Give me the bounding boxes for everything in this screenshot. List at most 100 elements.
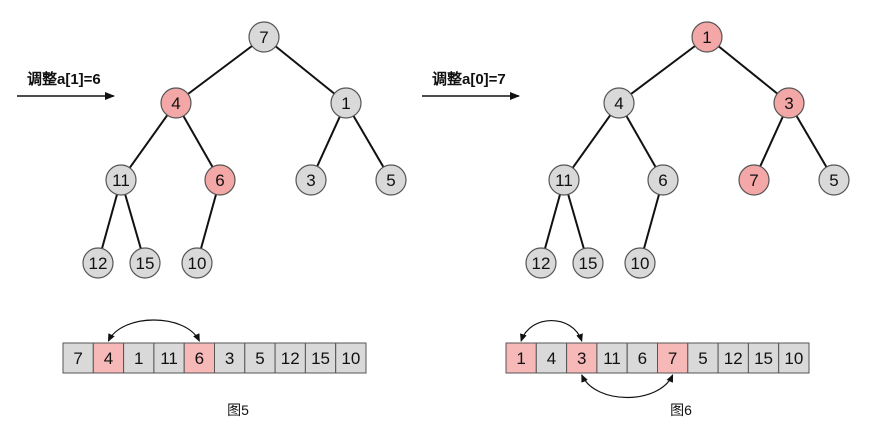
array-cell: 1 (505, 342, 537, 374)
node-circle (773, 87, 805, 119)
array-cell: 5 (244, 342, 276, 374)
node-circle (818, 164, 850, 196)
heap-node: 12 (82, 247, 114, 279)
cell-box (535, 342, 568, 374)
tree-edge (182, 115, 214, 168)
array-cell: 10 (778, 342, 810, 374)
cell-value: 3 (225, 349, 234, 368)
swap-arcs (520, 319, 674, 399)
node-value: 5 (386, 171, 395, 190)
tree-edge (643, 194, 660, 249)
tree-edges (101, 45, 385, 249)
node-circle (624, 247, 656, 279)
node-circle (603, 87, 635, 119)
heap-node: 15 (129, 247, 161, 279)
node-circle (691, 21, 723, 53)
heap-node: 5 (818, 164, 850, 196)
array-cell: 3 (214, 342, 246, 374)
node-value: 7 (259, 28, 268, 47)
array-cell: 11 (596, 342, 628, 374)
node-value: 1 (702, 28, 711, 47)
tree-edge (567, 194, 585, 249)
cell-box (123, 342, 155, 374)
cell-box (183, 342, 215, 374)
heap-node: 12 (525, 247, 557, 279)
cell-box (244, 342, 276, 374)
cell-value: 15 (311, 349, 330, 368)
cell-box (747, 342, 780, 374)
cell-value: 3 (577, 349, 586, 368)
node-value: 12 (89, 254, 108, 273)
node-circle (129, 247, 161, 279)
cell-value: 11 (603, 349, 621, 368)
array-cell: 12 (717, 342, 749, 374)
node-value: 4 (614, 94, 623, 113)
node-circle (572, 247, 604, 279)
node-value: 11 (555, 171, 573, 190)
swap-arc (107, 319, 200, 342)
figure-caption: 图5 (227, 402, 249, 418)
heap-node: 1 (691, 21, 723, 53)
cell-value: 5 (255, 349, 264, 368)
node-circle (525, 247, 557, 279)
cell-value: 11 (160, 349, 178, 368)
node-circle (330, 87, 362, 119)
heap-node: 5 (375, 164, 407, 196)
tree-edge (718, 45, 778, 95)
node-value: 1 (341, 94, 350, 113)
cell-box (62, 342, 94, 374)
node-value: 5 (829, 171, 838, 190)
tree-edge (352, 115, 385, 168)
tree-edge (625, 115, 657, 168)
cell-value: 6 (638, 349, 647, 368)
node-circle (738, 164, 770, 196)
swap-arc (581, 374, 674, 399)
tree-edges (544, 45, 828, 249)
node-value: 3 (306, 171, 315, 190)
heap-node: 15 (572, 247, 604, 279)
heap-node: 3 (295, 164, 327, 196)
cell-box (596, 342, 628, 374)
array-cell: 15 (747, 342, 780, 374)
cell-box (778, 342, 810, 374)
array-cell: 6 (626, 342, 659, 374)
cell-value: 1 (516, 349, 525, 368)
tree-edge (630, 45, 696, 95)
cell-value: 10 (341, 349, 360, 368)
cell-value: 4 (547, 349, 556, 368)
node-circle (248, 21, 280, 53)
cell-value: 7 (668, 349, 677, 368)
cell-value: 12 (281, 349, 300, 368)
cell-value: 7 (73, 349, 82, 368)
node-circle (105, 164, 137, 196)
array-cell: 4 (535, 342, 568, 374)
node-circle (295, 164, 327, 196)
node-circle (548, 164, 580, 196)
array-cell: 4 (92, 342, 125, 374)
heap-node: 1 (330, 87, 362, 119)
heap-node: 4 (603, 87, 635, 119)
array-cell: 6 (183, 342, 215, 374)
node-value: 15 (579, 254, 598, 273)
node-circle (160, 87, 192, 119)
heap-node: 4 (160, 87, 192, 119)
cell-value: 1 (134, 349, 143, 368)
node-value: 11 (112, 171, 130, 190)
tree-edge (759, 116, 784, 167)
heap-node: 3 (773, 87, 805, 119)
tree-edge (200, 194, 217, 249)
cell-box (626, 342, 659, 374)
node-value: 4 (171, 94, 180, 113)
heap-node: 7 (248, 21, 280, 53)
array-cell: 10 (335, 342, 367, 374)
array-cell: 1 (123, 342, 155, 374)
tree-edge (316, 116, 341, 167)
heap-node: 6 (647, 164, 679, 196)
array-cell: 5 (687, 342, 719, 374)
swap-arcs (107, 319, 200, 342)
tree-edge (187, 45, 253, 95)
cell-box (335, 342, 367, 374)
